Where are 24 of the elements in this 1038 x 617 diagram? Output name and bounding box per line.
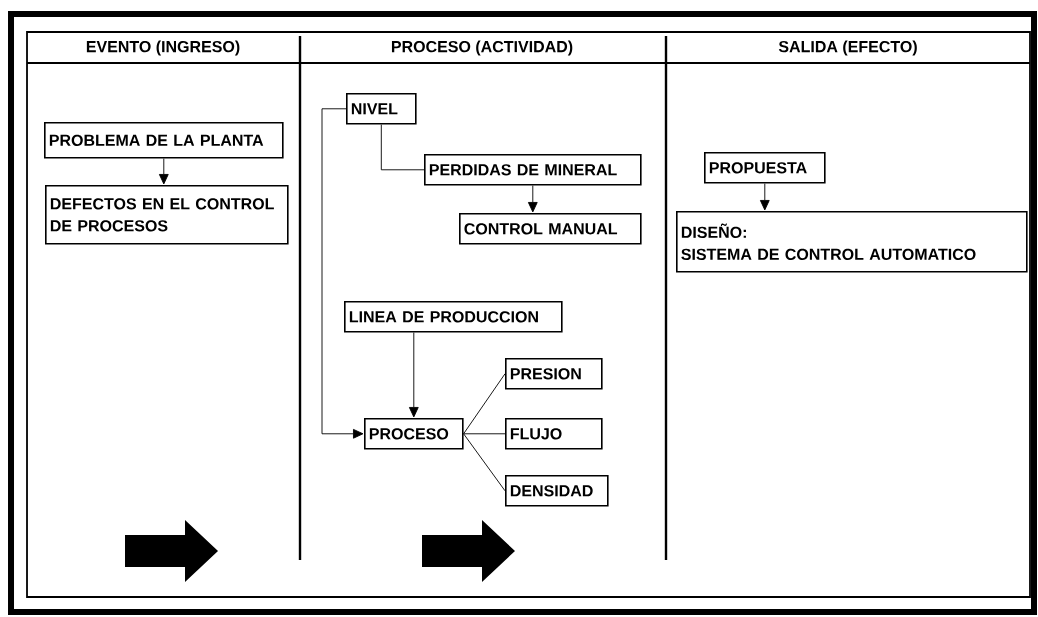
- connector: [759, 183, 770, 211]
- connector: [463, 373, 506, 435]
- process-box: DEFECTOS EN EL CONTROL DE PROCESOS: [45, 185, 289, 245]
- process-box: DENSIDAD: [505, 475, 609, 507]
- column-header: EVENTO (INGRESO): [86, 40, 240, 56]
- process-box: PROCESO: [364, 418, 464, 450]
- connector: [158, 158, 169, 185]
- connector: [380, 124, 425, 171]
- process-box: PROPUESTA: [704, 152, 826, 184]
- process-box: PERDIDAS DE MINERAL: [424, 154, 642, 186]
- connector: [408, 332, 419, 418]
- connector: [463, 433, 506, 435]
- column-header: SALIDA (EFECTO): [778, 40, 917, 56]
- connector: [463, 433, 506, 492]
- process-box: CONTROL MANUAL: [459, 213, 642, 245]
- column-header: PROCESO (ACTIVIDAD): [391, 40, 573, 56]
- connector: [321, 108, 364, 439]
- connector: [527, 185, 538, 213]
- process-box: FLUJO: [505, 418, 603, 450]
- process-box: PROBLEMA DE LA PLANTA: [44, 122, 284, 159]
- process-box: LINEA DE PRODUCCION: [344, 301, 563, 333]
- process-box: PRESION: [505, 358, 603, 390]
- process-box: NIVEL: [346, 93, 417, 125]
- process-box: DISEÑO: SISTEMA DE CONTROL AUTOMATICO: [676, 211, 1028, 273]
